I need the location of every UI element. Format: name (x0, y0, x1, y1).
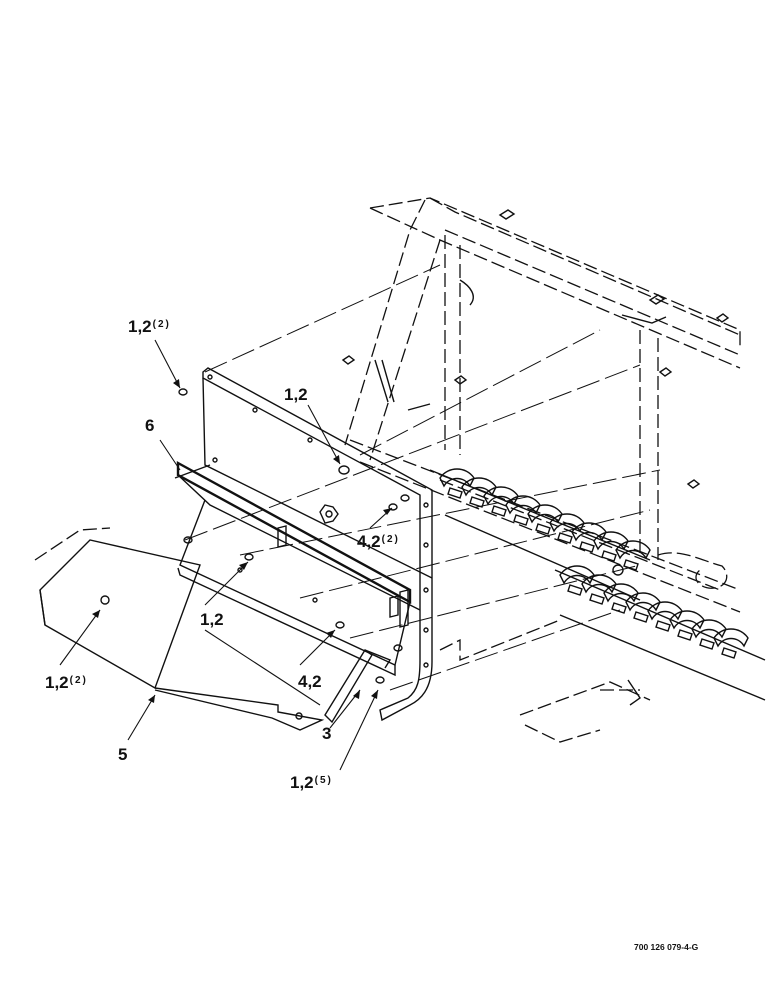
chain-slat (691, 619, 727, 639)
chain-rail (444, 514, 641, 601)
callout-number: 1,2 (284, 385, 308, 404)
callout-number: 1,2 (200, 610, 224, 629)
chain-slat (581, 574, 617, 594)
callout-4-2-qty2: 4,2(2) (357, 533, 400, 550)
chain-link (447, 487, 463, 499)
chain-link (623, 559, 639, 571)
chain-link (469, 496, 485, 508)
chain-link (721, 647, 737, 659)
chain-slat (549, 513, 585, 533)
side-shield-part-6 (174, 367, 433, 722)
chain-link (491, 505, 507, 517)
chain-slat (483, 486, 519, 506)
chain-rail (554, 569, 766, 661)
chain-link (633, 611, 649, 623)
assembly-lines (184, 264, 661, 691)
chain-rail (559, 614, 766, 701)
callout-number: 3 (322, 724, 332, 743)
callout-quantity: (2) (152, 319, 171, 330)
chain-link (601, 550, 617, 562)
chain-slat (559, 565, 595, 585)
callout-1-2-qty2-left: 1,2(2) (45, 674, 88, 691)
callout-number: 5 (118, 745, 128, 764)
callout-number: 4,2 (357, 532, 381, 551)
callout-number: 1,2 (128, 317, 152, 336)
chain-slat (625, 592, 661, 612)
callout-1-2-upper: 1,2 (284, 386, 309, 403)
bolts (178, 388, 410, 684)
callout-5: 5 (118, 746, 128, 763)
callout-1-2-qty5: 1,2(5) (290, 774, 333, 791)
callout-quantity: (2) (69, 675, 88, 686)
leader-lines (59, 339, 393, 771)
chain-link (567, 584, 583, 596)
callout-number: 6 (145, 416, 155, 435)
chain-link (677, 629, 693, 641)
chain-link (699, 638, 715, 650)
callout-number: 1,2 (45, 673, 69, 692)
callout-6: 6 (145, 417, 155, 434)
callout-1-2-middle: 1,2 (200, 611, 225, 628)
chain-slat (713, 628, 749, 648)
callout-4-2: 4,2 (298, 673, 323, 690)
chain-slat (615, 540, 651, 560)
callout-quantity: (5) (314, 775, 333, 786)
angle-bracket (176, 460, 421, 677)
phantom-frame (34, 197, 741, 743)
chain-link (535, 523, 551, 535)
chain-link (611, 602, 627, 614)
callout-3: 3 (322, 725, 332, 742)
small-plate-part-3 (324, 648, 392, 724)
chain-link (557, 532, 573, 544)
chain-rail (429, 469, 651, 561)
chain-slat (505, 495, 541, 515)
chain-slat (461, 477, 497, 497)
chain-link (589, 593, 605, 605)
chain-link (579, 541, 595, 553)
callout-number: 4,2 (298, 672, 322, 691)
callout-number: 1,2 (290, 773, 314, 792)
conveyor-chain (429, 468, 766, 701)
chain-link (655, 620, 671, 632)
chain-slat (439, 468, 475, 488)
figure-id: 700 126 079-4-G (634, 942, 699, 952)
chain-slat (669, 610, 705, 630)
chain-link (513, 514, 529, 526)
bottom-shield-part-5 (39, 539, 325, 731)
callout-1-2-qty2-top: 1,2(2) (128, 318, 171, 335)
callout-quantity: (2) (381, 534, 400, 545)
chain-slat (603, 583, 639, 603)
chain-slat (527, 504, 563, 524)
